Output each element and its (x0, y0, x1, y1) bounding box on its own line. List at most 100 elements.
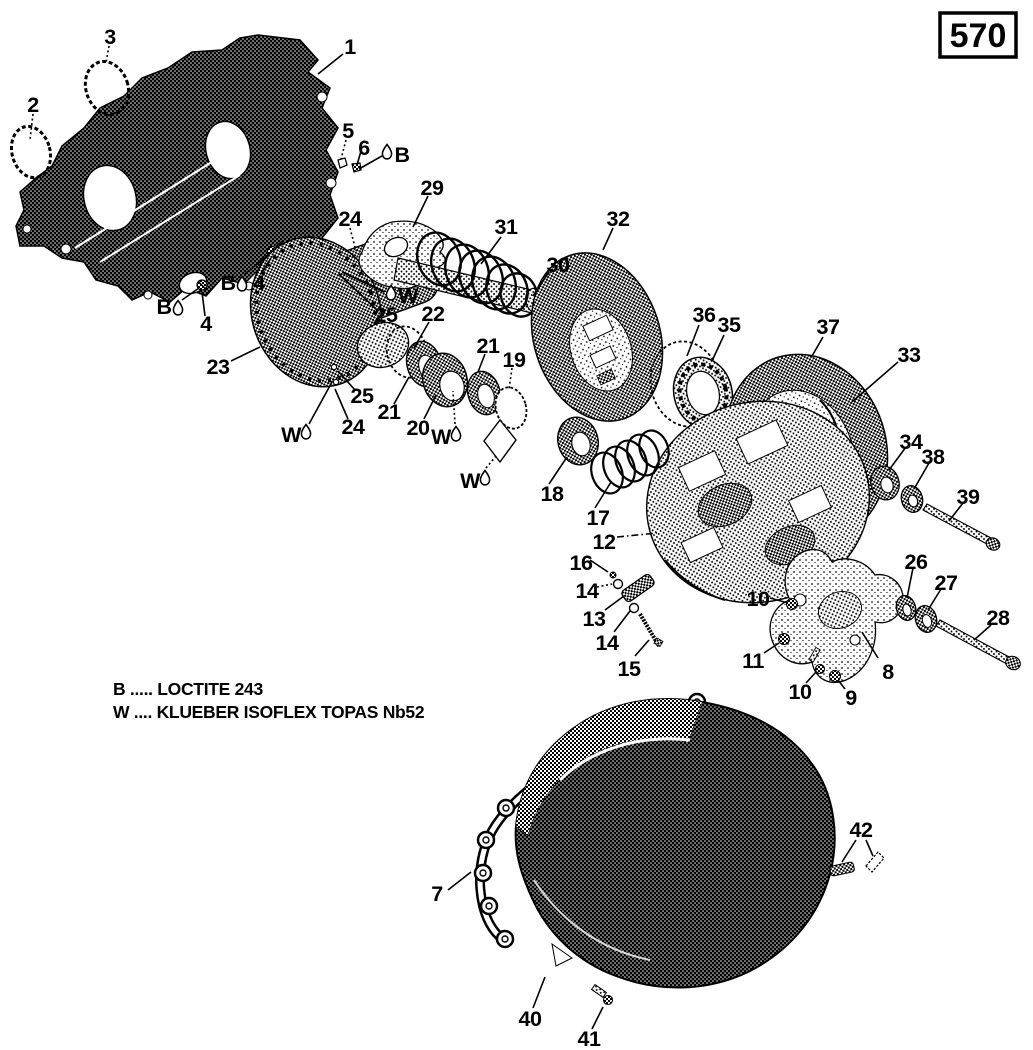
lubricant-drop-icon (172, 299, 184, 316)
callout-41: 41 (578, 1027, 601, 1050)
part-21-ring-b (466, 370, 502, 416)
part-13-roller (621, 573, 655, 603)
callout-16: 16 (570, 551, 593, 575)
part-41-screw (590, 983, 614, 1006)
callout-20: 20 (407, 416, 430, 440)
model-badge: 570 (938, 11, 1018, 59)
callout-30: 30 (547, 253, 570, 277)
model-badge-label: 570 (950, 17, 1007, 55)
part-10-pin (808, 646, 826, 675)
callout-14-a: 14 (576, 579, 599, 603)
callout-27: 27 (935, 571, 958, 595)
lubricant-drop-icon (381, 143, 393, 160)
callout-7: 7 (431, 882, 443, 906)
callout-labels: 1 2 3 5 6 B 29 24 31 32 30 W 25 22 21 19… (27, 25, 1010, 1050)
callout-29: 29 (421, 176, 444, 200)
part-8-spider (769, 548, 904, 683)
callout-5: 5 (342, 119, 354, 143)
part-34-washer (870, 465, 900, 501)
callout-22: 22 (422, 302, 445, 326)
callout-23: 23 (207, 355, 230, 379)
callout-32: 32 (607, 207, 630, 231)
callout-13: 13 (583, 607, 606, 631)
part-18-bearing-ring (557, 416, 599, 466)
part-1-inner-cover (15, 34, 339, 303)
part-39-bolt (922, 503, 1001, 551)
model-badge-frame (938, 11, 1018, 59)
part-14-washer-a (612, 578, 624, 590)
part-32-pulley-half (530, 252, 664, 422)
part-17-spring (590, 429, 670, 495)
part-15-pin (638, 612, 664, 648)
callout-b-pair2: B (156, 295, 171, 319)
callout-w-bottom: W (460, 469, 481, 493)
callout-15: 15 (618, 657, 641, 681)
part-38-washer (900, 485, 924, 513)
callout-26: 26 (905, 550, 928, 574)
callout-24-b: 24 (342, 415, 365, 439)
callout-24-top: 24 (339, 207, 362, 231)
callout-40: 40 (519, 1007, 542, 1031)
callout-3: 3 (104, 25, 116, 49)
part-42-plug (829, 851, 885, 877)
part-11-bolt (777, 632, 791, 646)
leader-lines (29, 45, 992, 1030)
part-16-screw (609, 571, 617, 579)
part-9-ball (828, 669, 842, 683)
callout-33: 33 (898, 343, 921, 367)
lubricant-legend: B ..... LOCTITE 243 W .... KLUEBER ISOFL… (113, 679, 425, 722)
callout-38: 38 (922, 445, 945, 469)
callout-31: 31 (495, 215, 518, 239)
part-26-washer (895, 595, 917, 621)
part-19-key (483, 418, 517, 464)
callout-14-b: 14 (596, 631, 619, 655)
callout-28: 28 (987, 606, 1010, 630)
legend-klueber: W .... KLUEBER ISOFLEX TOPAS Nb52 (113, 702, 425, 722)
part-20-bushing (421, 352, 469, 408)
part-31-spring (416, 231, 539, 318)
callout-35: 35 (718, 313, 741, 337)
callout-8: 8 (882, 660, 894, 684)
part-3-o-ring (83, 60, 131, 116)
callout-25-b: 25 (351, 384, 374, 408)
callout-4-a: 4 (200, 312, 212, 336)
part-4-screw (196, 279, 208, 291)
callout-w-left: W (281, 423, 302, 447)
callout-25-a: 25 (375, 303, 398, 327)
lubricant-drop-icon (300, 423, 312, 440)
callout-b-pair1: B (220, 271, 235, 295)
part-2-o-ring (9, 124, 53, 180)
part-19-o-ring (494, 386, 528, 430)
callout-19: 19 (503, 348, 526, 372)
part-28-bolt (935, 619, 1021, 671)
legend-loctite: B ..... LOCTITE 243 (113, 679, 263, 699)
callout-10-b: 10 (789, 680, 812, 704)
callout-1: 1 (344, 35, 356, 59)
callout-36: 36 (693, 303, 716, 327)
callout-w-top: W (398, 284, 419, 308)
part-10-ball-a (785, 597, 799, 611)
callout-18: 18 (541, 482, 564, 506)
lubricant-drop-icon (479, 469, 491, 486)
part-14-washer-b (628, 602, 640, 614)
callout-17: 17 (587, 506, 610, 530)
callout-4-b: 4 (253, 271, 265, 295)
callout-10-a: 10 (747, 587, 770, 611)
callout-42: 42 (850, 818, 873, 842)
part-27-washer (914, 605, 938, 633)
callout-37: 37 (817, 315, 840, 339)
callout-21-a: 21 (477, 334, 500, 358)
callout-12: 12 (593, 530, 616, 554)
callout-11: 11 (742, 649, 764, 673)
callout-34: 34 (900, 430, 923, 454)
lubricant-drop-icon (450, 425, 462, 442)
callout-39: 39 (957, 485, 980, 509)
callout-w-mid: W (431, 425, 452, 449)
callout-9: 9 (845, 686, 857, 710)
callout-2: 2 (27, 93, 39, 117)
callout-b-top: B (394, 143, 409, 167)
part-5-screw (337, 157, 348, 169)
part-40-cvt-cover (514, 698, 836, 989)
